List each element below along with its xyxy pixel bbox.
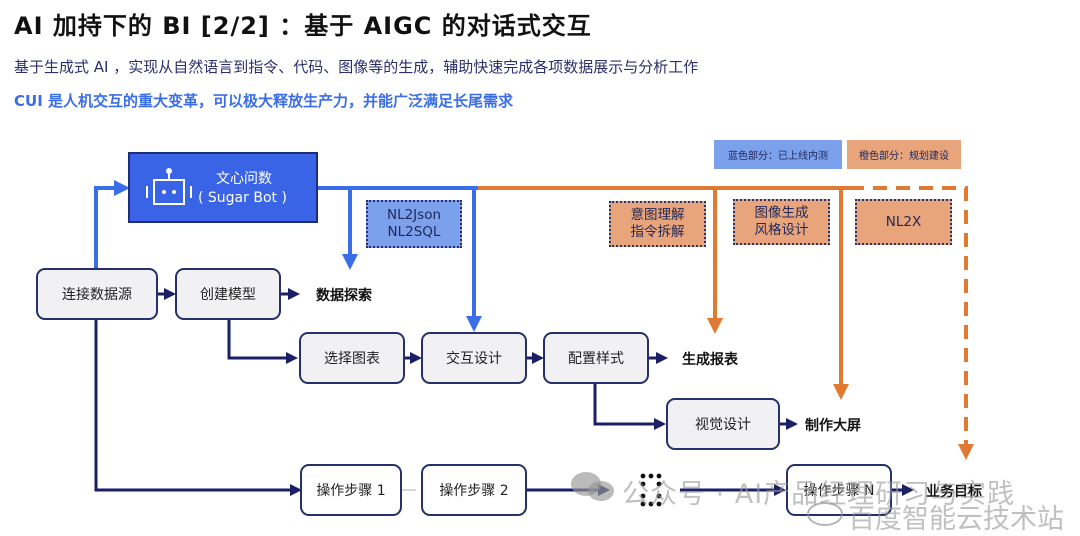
step-select-chart[interactable]: 选择图表 <box>299 332 405 384</box>
tag-line: 意图理解 <box>630 207 685 223</box>
subtitle: 基于生成式 AI ，实现从自然语言到指令、代码、图像等的生成，辅助快速完成各项数… <box>14 58 699 76</box>
robot-icon <box>146 168 192 205</box>
step-interaction-design[interactable]: 交互设计 <box>421 332 527 384</box>
step-operation-n[interactable]: 操作步骤 N <box>786 464 892 516</box>
page-title: AI 加持下的 BI [2/2] ：基于 AIGC 的对话式交互 <box>14 12 592 40</box>
tag-nl2x: NL2X <box>855 199 952 245</box>
legend-orange: 橙色部分：规划建设 <box>847 140 961 169</box>
output-make-dashboard: 制作大屏 <box>805 418 861 434</box>
connect-to-bot-arrow <box>94 180 130 268</box>
step-configure-style[interactable]: 配置样式 <box>543 332 649 384</box>
step-connect-datasource[interactable]: 连接数据源 <box>36 268 158 320</box>
sugar-bot-node[interactable]: 文心问数 ( Sugar Bot ) <box>128 152 318 223</box>
chat-bubble-icon <box>807 502 843 526</box>
highlight-text: CUI 是人机交互的重大变革，可以极大释放生产力，并能广泛满足长尾需求 <box>14 92 513 110</box>
step-visual-design[interactable]: 视觉设计 <box>666 398 780 450</box>
tag-line: NL2SQL <box>387 224 441 240</box>
ellipsis-dots <box>640 473 662 507</box>
step-operation-2[interactable]: 操作步骤 2 <box>421 464 527 516</box>
output-business-goal: 业务目标 <box>926 484 982 500</box>
tag-nl2json-nl2sql: NL2Json NL2SQL <box>366 200 462 248</box>
nl2x-dashed-arrow <box>850 186 974 460</box>
step-operation-1[interactable]: 操作步骤 1 <box>300 464 402 516</box>
step-create-model[interactable]: 创建模型 <box>175 268 281 320</box>
tag-line: NL2Json <box>386 207 442 223</box>
tag-line: 风格设计 <box>754 222 809 238</box>
tag-line: NL2X <box>885 213 922 230</box>
bot-subtitle: ( Sugar Bot ) <box>198 190 287 206</box>
bot-name: 文心问数 <box>216 171 272 187</box>
legend-blue: 蓝色部分：已上线内测 <box>714 140 842 169</box>
tag-line: 指令拆解 <box>630 224 685 240</box>
tag-image: 图像生成 风格设计 <box>733 199 830 245</box>
watermark-line2: 百度智能云技术站 <box>848 504 1064 535</box>
output-generate-report: 生成报表 <box>682 352 738 368</box>
output-data-explore: 数据探索 <box>316 288 372 304</box>
tag-intent: 意图理解 指令拆解 <box>609 201 706 247</box>
tag-line: 图像生成 <box>754 205 809 221</box>
wechat-icon <box>571 472 614 501</box>
